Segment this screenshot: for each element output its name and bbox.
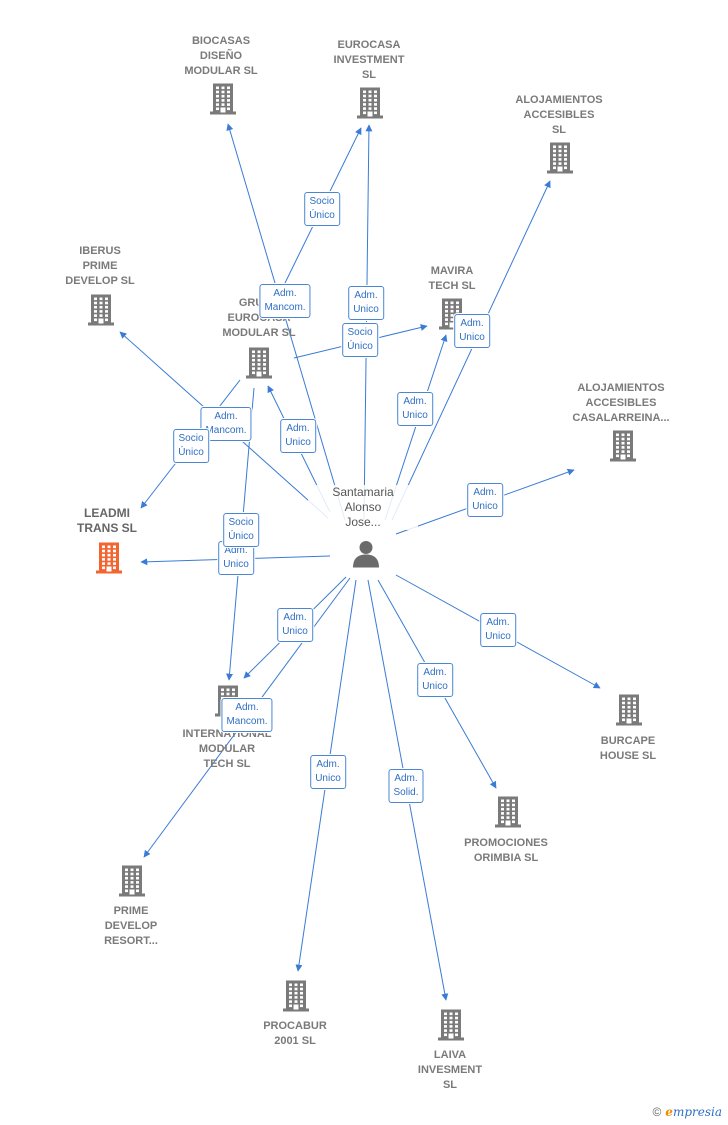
building-icon (119, 865, 145, 897)
company-node-leadmi[interactable] (94, 541, 124, 580)
copyright-symbol: © (652, 1105, 662, 1119)
company-label-laiva[interactable]: LAIVA INVESMENT SL (417, 1049, 483, 1091)
building-icon (246, 347, 272, 379)
company-node-procabur[interactable] (281, 979, 311, 1018)
company-label-promociones[interactable]: PROMOCIONES ORIMBIA SL (464, 837, 548, 864)
person-icon (353, 541, 379, 568)
edge-label-grupo-mavira[interactable]: Socio Único (342, 323, 378, 357)
edge-label-person-iberus[interactable]: Adm. Mancom. (200, 407, 252, 441)
edge-label-person-alojamientos[interactable]: Adm. Unico (454, 314, 490, 348)
edge-label-grupo-international[interactable]: Socio Único (223, 513, 259, 547)
company-label-primedevelop[interactable]: PRIME DEVELOP RESORT... (104, 905, 158, 947)
company-node-laiva[interactable] (436, 1008, 466, 1047)
company-node-eurocasa[interactable] (355, 86, 385, 125)
edge-label-person-burcape[interactable]: Adm. Unico (480, 613, 516, 647)
company-label-leadmi[interactable]: LEADMI TRANS SL (77, 506, 137, 535)
edge-label-person-grupo[interactable]: Adm. Unico (280, 419, 316, 453)
company-node-biocasas[interactable] (208, 82, 238, 121)
footer-brand: ©empresia (652, 1105, 722, 1119)
edge-label-grupo-eurocasa[interactable]: Socio Único (304, 192, 340, 226)
company-label-casalarreina[interactable]: ALOJAMIENTOS ACCESIBLES CASALARREINA... (572, 382, 670, 424)
building-icon (96, 542, 122, 574)
company-label-procabur[interactable]: PROCABUR 2001 SL (263, 1020, 327, 1047)
company-node-grupo[interactable] (244, 346, 274, 385)
company-label-burcape[interactable]: BURCAPE HOUSE SL (599, 735, 657, 762)
company-node-promociones[interactable] (493, 795, 523, 834)
edge-label-person-mavira[interactable]: Adm. Unico (397, 392, 433, 426)
edge-person-eurocasa (363, 124, 373, 521)
edge-person-alojamientos (391, 180, 551, 521)
company-label-eurocasa[interactable]: EUROCASA INVESTMENT SL (333, 39, 405, 81)
person-label[interactable]: Santamaria Alonso Jose... (308, 485, 418, 530)
edge-label-person-laiva[interactable]: Adm. Solid. (388, 769, 424, 803)
person-node[interactable] (351, 539, 381, 574)
company-label-alojamientos[interactable]: ALOJAMIENTOS ACCESIBLES SL (515, 94, 603, 136)
edge-person-biocasas (226, 123, 346, 521)
edge-label-person-primedevelop[interactable]: Adm. Mancom. (221, 698, 273, 732)
company-label-international[interactable]: INTERNATIONAL MODULAR TECH SL (182, 728, 272, 770)
building-icon (88, 294, 114, 326)
building-icon (616, 694, 642, 726)
brand-name: mpresia (672, 1105, 722, 1119)
building-icon (283, 980, 309, 1012)
edge-label-person-international[interactable]: Adm. Unico (277, 608, 313, 642)
edge-label-grupo-leadmi[interactable]: Socio Único (173, 429, 209, 463)
edge-label-person-procabur[interactable]: Adm. Unico (310, 755, 346, 789)
company-node-primedevelop[interactable] (117, 864, 147, 903)
company-label-biocasas[interactable]: BIOCASAS DISEÑO MODULAR SL (184, 35, 258, 77)
company-node-burcape[interactable] (614, 693, 644, 732)
edge-label-person-promociones[interactable]: Adm. Unico (417, 663, 453, 697)
building-icon (357, 87, 383, 119)
company-node-casalarreina[interactable] (608, 429, 638, 468)
building-icon (210, 83, 236, 115)
edge-label-person-eurocasa[interactable]: Adm. Unico (348, 286, 384, 320)
edge-label-person-casalarreina[interactable]: Adm. Unico (467, 483, 503, 517)
company-label-iberus[interactable]: IBERUS PRIME DEVELOP SL (65, 245, 135, 287)
building-icon (547, 142, 573, 174)
company-label-mavira[interactable]: MAVIRA TECH SL (428, 265, 476, 292)
company-node-iberus[interactable] (86, 293, 116, 332)
company-node-alojamientos[interactable] (545, 141, 575, 180)
building-icon (495, 796, 521, 828)
building-icon (438, 1009, 464, 1041)
building-icon (610, 430, 636, 462)
edge-label-person-biocasas[interactable]: Adm. Mancom. (259, 284, 311, 318)
brand-initial: e (665, 1105, 673, 1119)
